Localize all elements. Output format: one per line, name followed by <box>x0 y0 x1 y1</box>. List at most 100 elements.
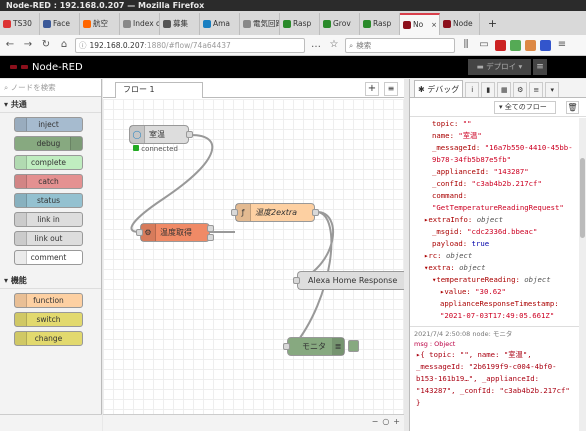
debug-property[interactable]: "GetTemperatureReadingRequest" <box>410 202 580 214</box>
scrollbar[interactable] <box>579 118 586 431</box>
debug-property[interactable]: ▸value: "30.62" <box>410 286 580 298</box>
tab-flow-1[interactable]: フロー 1 <box>115 82 203 98</box>
palette-category[interactable]: ▾ 共通 <box>0 97 101 113</box>
extension-icon[interactable] <box>540 39 551 51</box>
browser-tab[interactable]: Grov <box>320 13 360 35</box>
deploy-button[interactable]: ▬ デプロイ ▾ <box>468 59 531 75</box>
input-port[interactable] <box>293 277 300 284</box>
browser-tab[interactable]: Rasp <box>280 13 320 35</box>
node-monitor[interactable]: モニタ ≣ <box>283 337 345 356</box>
debug-property[interactable]: applianceResponseTimestamp: <box>410 298 580 310</box>
more-icon[interactable]: … <box>311 39 321 50</box>
home-icon[interactable]: ⌂ <box>60 39 68 50</box>
debug-property[interactable]: _msgid: "cdc2336d.bbeac" <box>410 226 580 238</box>
zoom-out-icon[interactable]: − <box>371 417 379 426</box>
palette-node-comment[interactable]: comment <box>14 250 83 265</box>
debug-property[interactable]: ▾temperatureReading: object <box>410 274 580 286</box>
book-tab-icon[interactable]: ▮ <box>481 82 496 97</box>
palette-node-complete[interactable]: complete <box>14 155 83 170</box>
palette-search-input[interactable]: ⌕ ノードを検索 <box>0 79 101 97</box>
database-tab-icon[interactable]: ≡ <box>529 82 544 97</box>
palette-node-catch[interactable]: catch <box>14 174 83 189</box>
sidebar-icon[interactable]: ▭ <box>479 39 489 50</box>
input-port[interactable] <box>136 229 143 236</box>
palette-node-function[interactable]: function <box>14 293 83 308</box>
debug-toggle-button[interactable] <box>348 340 359 352</box>
filter-dropdown[interactable]: ▾ 全てのフロー <box>494 101 556 114</box>
debug-property[interactable]: ▾extra: object <box>410 262 580 274</box>
palette-category[interactable]: ▾ 機能 <box>0 273 101 289</box>
output-port[interactable] <box>186 131 193 138</box>
input-port[interactable] <box>231 209 238 216</box>
palette-node-change[interactable]: change <box>14 331 83 346</box>
debug-property[interactable]: "2021-07-03T17:49:05.661Z" <box>410 310 580 322</box>
url-bar[interactable]: ⓘ 192.168.0.207:1880/#flow/74a64437 <box>75 37 305 53</box>
browser-tab[interactable]: 電気回路 <box>240 13 280 35</box>
flow-list-icon[interactable]: ≡ <box>384 82 398 96</box>
info-icon[interactable]: ⓘ <box>79 40 87 50</box>
reload-icon[interactable]: ↻ <box>41 39 51 50</box>
info-tab-icon[interactable]: i <box>465 82 480 97</box>
browser-tab[interactable]: Index of <box>120 13 160 35</box>
debug-property[interactable]: _applianceId: "143287" <box>410 166 580 178</box>
debug-summary[interactable]: "143287", _confId: "c3ab4b2b.217cf" <box>416 386 570 395</box>
scrollbar-thumb[interactable] <box>580 158 585 238</box>
debug-property[interactable]: 9b78-34fb5b87e5fb" <box>410 154 580 166</box>
node-room-temp[interactable]: ◯ 室温 <box>129 125 193 144</box>
output-port[interactable] <box>312 209 319 216</box>
new-tab-button[interactable]: + <box>487 17 498 30</box>
zoom-reset-icon[interactable]: ○ <box>382 417 390 426</box>
browser-tab[interactable]: Face <box>40 13 80 35</box>
palette-node-link-in[interactable]: link in <box>14 212 83 227</box>
output-port[interactable] <box>207 225 214 232</box>
close-tab-icon[interactable]: × <box>431 21 437 29</box>
browser-tab[interactable]: Node <box>440 13 480 35</box>
palette-node-inject[interactable]: inject <box>14 117 83 132</box>
main-menu-icon[interactable]: ≡ <box>533 59 547 75</box>
debug-summary[interactable]: b153-161b19…", _applianceId: <box>416 374 540 383</box>
library-icon[interactable]: ⫼ <box>463 39 469 50</box>
palette-node-link-out[interactable]: link out <box>14 231 83 246</box>
node-alexa-response[interactable]: Alexa Home Response <box>293 271 404 290</box>
menu-icon[interactable]: ≡ <box>557 39 567 50</box>
node-get-temp[interactable]: ⚙ 温度取得 <box>136 223 214 242</box>
gear-tab-icon[interactable]: ⚙ <box>513 82 528 97</box>
extension-icon[interactable] <box>525 39 536 51</box>
browser-tab[interactable]: TS30 <box>0 13 40 35</box>
browser-tab[interactable]: No× <box>400 13 440 35</box>
debug-property[interactable]: topic: "" <box>410 118 580 130</box>
debug-summary[interactable]: _messageId: "2b6199f9-c004-4bf0- <box>416 362 557 371</box>
input-port[interactable] <box>283 343 290 350</box>
debug-property[interactable]: ▸rc: object <box>410 250 580 262</box>
browser-tab[interactable]: Ama <box>200 13 240 35</box>
palette-node-debug[interactable]: debug <box>14 136 83 151</box>
search-input[interactable]: ⌕ 検索 <box>345 37 455 53</box>
dashboard-tab-icon[interactable]: ▦ <box>497 82 512 97</box>
adblock-icon[interactable] <box>495 39 506 51</box>
debug-property[interactable]: payload: true <box>410 238 580 250</box>
debug-property[interactable]: _confId: "c3ab4b2b.217cf" <box>410 178 580 190</box>
tab-debug[interactable]: ✱ デバッグ <box>414 80 464 97</box>
debug-property[interactable]: ▸extraInfo: object <box>410 214 580 226</box>
debug-property[interactable]: name: "室温" <box>410 130 580 142</box>
debug-property[interactable]: command: <box>410 190 580 202</box>
extension-icon[interactable] <box>510 39 521 51</box>
back-icon[interactable]: ← <box>5 39 15 50</box>
trash-icon[interactable]: 🗑 <box>566 101 579 114</box>
add-flow-icon[interactable]: + <box>365 82 379 96</box>
bookmark-star-icon[interactable]: ☆ <box>329 39 339 50</box>
browser-tab[interactable]: Rasp <box>360 13 400 35</box>
debug-summary[interactable]: } <box>416 398 421 407</box>
browser-tab[interactable]: 募集 <box>160 13 200 35</box>
flow-canvas[interactable]: ◯ 室温 connected ⚙ 温度取得 ƒ 温度2extra Alexa H… <box>103 99 404 414</box>
palette-node-switch[interactable]: switch <box>14 312 83 327</box>
debug-summary[interactable]: ▸{ topic: "", name: "室温", <box>416 350 532 359</box>
zoom-in-icon[interactable]: + <box>393 417 400 426</box>
dropdown-icon[interactable]: ▾ <box>545 82 560 97</box>
node-temp2extra[interactable]: ƒ 温度2extra <box>231 203 319 222</box>
browser-tab[interactable]: 航空 <box>80 13 120 35</box>
debug-property[interactable]: _messageId: "16a7b550-4410-45bb- <box>410 142 580 154</box>
output-port[interactable] <box>207 234 214 241</box>
forward-icon[interactable]: → <box>23 39 33 50</box>
palette-node-status[interactable]: status <box>14 193 83 208</box>
